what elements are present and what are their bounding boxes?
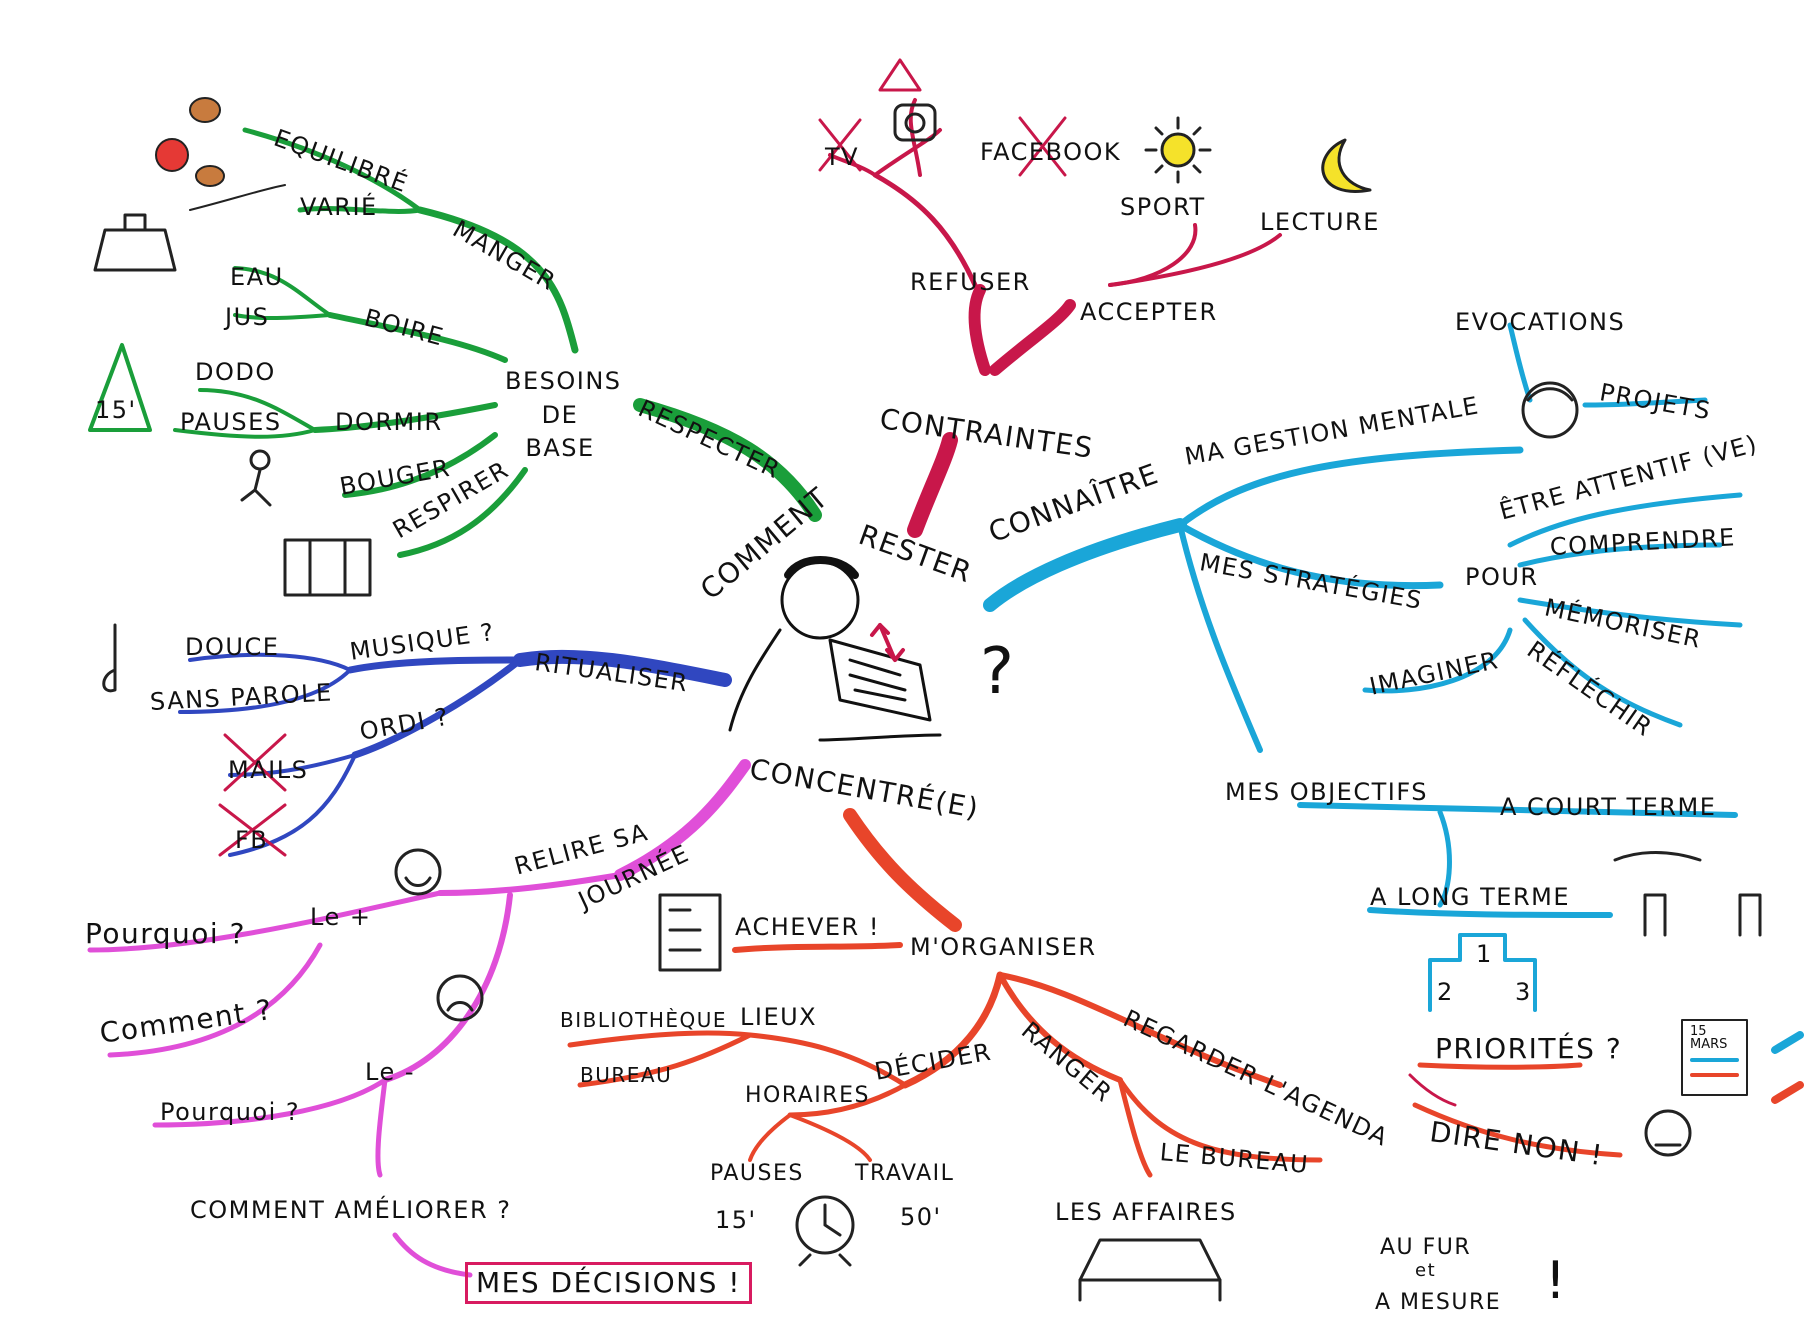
podium-3: 3 bbox=[1515, 978, 1532, 1006]
reader-arrow bbox=[870, 623, 905, 662]
center-question-mark: ? bbox=[980, 635, 1016, 709]
label-et: et bbox=[1415, 1260, 1437, 1281]
label-refuser: REFUSER bbox=[910, 268, 1031, 296]
label-dormir: DORMIR bbox=[335, 408, 443, 436]
label-objectifs: MES OBJECTIFS bbox=[1225, 778, 1428, 806]
label-pourquoi-2: Pourquoi ? bbox=[160, 1098, 301, 1126]
face-sad-icon bbox=[436, 974, 484, 1022]
label-pourquoi-1: Pourquoi ? bbox=[85, 917, 246, 950]
alarm-clock-icon bbox=[795, 1195, 855, 1267]
branch-ritualiser-lines bbox=[178, 649, 732, 857]
label-mails: MAILS bbox=[228, 756, 309, 784]
hurdle-icon bbox=[1613, 851, 1762, 937]
label-exclamation: ! bbox=[1545, 1251, 1568, 1311]
label-pauses-orange: PAUSES bbox=[710, 1161, 804, 1186]
branch-connaitre-lines bbox=[983, 322, 1743, 1012]
label-bibliotheque: BIBLIOTHÈQUE bbox=[560, 1008, 728, 1032]
label-a-mesure: A MESURE bbox=[1375, 1290, 1502, 1315]
branch-contraintes-lines bbox=[818, 58, 1282, 538]
runner-icon bbox=[240, 449, 272, 507]
label-moins: Le - bbox=[365, 1058, 416, 1086]
label-accepter: ACCEPTER bbox=[1080, 298, 1218, 326]
branch-organiser-lines bbox=[567, 808, 1623, 1178]
moon-icon bbox=[1321, 138, 1372, 193]
label-varie: VARIÉ bbox=[300, 193, 378, 221]
label-plus: Le + bbox=[310, 903, 372, 931]
label-fb: FB bbox=[235, 826, 269, 854]
branch-respecter-lines bbox=[88, 127, 822, 558]
label-affaires: LES AFFAIRES bbox=[1055, 1198, 1237, 1226]
label-organiser: M'ORGANISER bbox=[910, 933, 1097, 961]
face-angry-icon bbox=[1644, 1109, 1692, 1157]
bag-icon bbox=[93, 213, 177, 272]
label-pour: POUR bbox=[1465, 563, 1539, 591]
face-happy-icon bbox=[394, 848, 442, 896]
label-mes-decisions: MES DÉCISIONS ! bbox=[465, 1262, 752, 1304]
label-pauses-green: PAUSES bbox=[180, 408, 282, 436]
calendar-icon bbox=[1681, 1019, 1748, 1096]
head-icon bbox=[1521, 381, 1579, 439]
branch-relire-lines bbox=[87, 759, 751, 1278]
window-icon bbox=[283, 538, 372, 597]
reader-sketch bbox=[728, 556, 942, 742]
label-travail-min: 50' bbox=[900, 1203, 942, 1231]
label-lieux: LIEUX bbox=[740, 1003, 818, 1031]
label-court-terme: A COURT TERME bbox=[1500, 793, 1717, 821]
label-pauses-min: 15' bbox=[715, 1206, 757, 1234]
label-priorites: PRIORITÉS ? bbox=[1435, 1032, 1623, 1065]
label-jus: JUS bbox=[225, 303, 270, 331]
label-sport: SPORT bbox=[1120, 193, 1206, 221]
label-evocations: EVOCATIONS bbox=[1455, 308, 1626, 336]
phone-icon bbox=[893, 103, 937, 142]
label-eau: EAU bbox=[230, 263, 284, 291]
label-dodo: DODO bbox=[195, 358, 276, 386]
label-horaires: HORAIRES bbox=[745, 1083, 870, 1108]
label-besoins: BESOINS DE BASE bbox=[505, 367, 622, 463]
desk-icon bbox=[1078, 1238, 1222, 1302]
label-bureau: BUREAU bbox=[580, 1063, 673, 1087]
label-achever: ACHEVER ! bbox=[735, 913, 880, 941]
label-calendar: 15 MARS bbox=[1690, 1024, 1728, 1052]
music-icon bbox=[102, 623, 117, 693]
label-facebook: FACEBOOK bbox=[980, 138, 1122, 166]
label-ameliorer: COMMENT AMÉLIORER ? bbox=[190, 1196, 512, 1224]
label-douce: DOUCE bbox=[185, 633, 280, 661]
label-lecture: LECTURE bbox=[1260, 208, 1380, 236]
label-au-fur: AU FUR bbox=[1380, 1235, 1472, 1260]
sun-icon bbox=[1144, 116, 1212, 184]
label-tv: TV bbox=[825, 143, 860, 171]
food-icon bbox=[155, 97, 286, 211]
label-long-terme: A LONG TERME bbox=[1370, 883, 1571, 911]
podium-1: 1 bbox=[1476, 940, 1493, 968]
label-travail: TRAVAIL bbox=[855, 1161, 955, 1186]
checklist-icon bbox=[658, 893, 722, 972]
podium-2: 2 bbox=[1437, 978, 1454, 1006]
label-timer: 15' bbox=[95, 396, 137, 424]
markers-icon bbox=[1771, 1031, 1804, 1104]
